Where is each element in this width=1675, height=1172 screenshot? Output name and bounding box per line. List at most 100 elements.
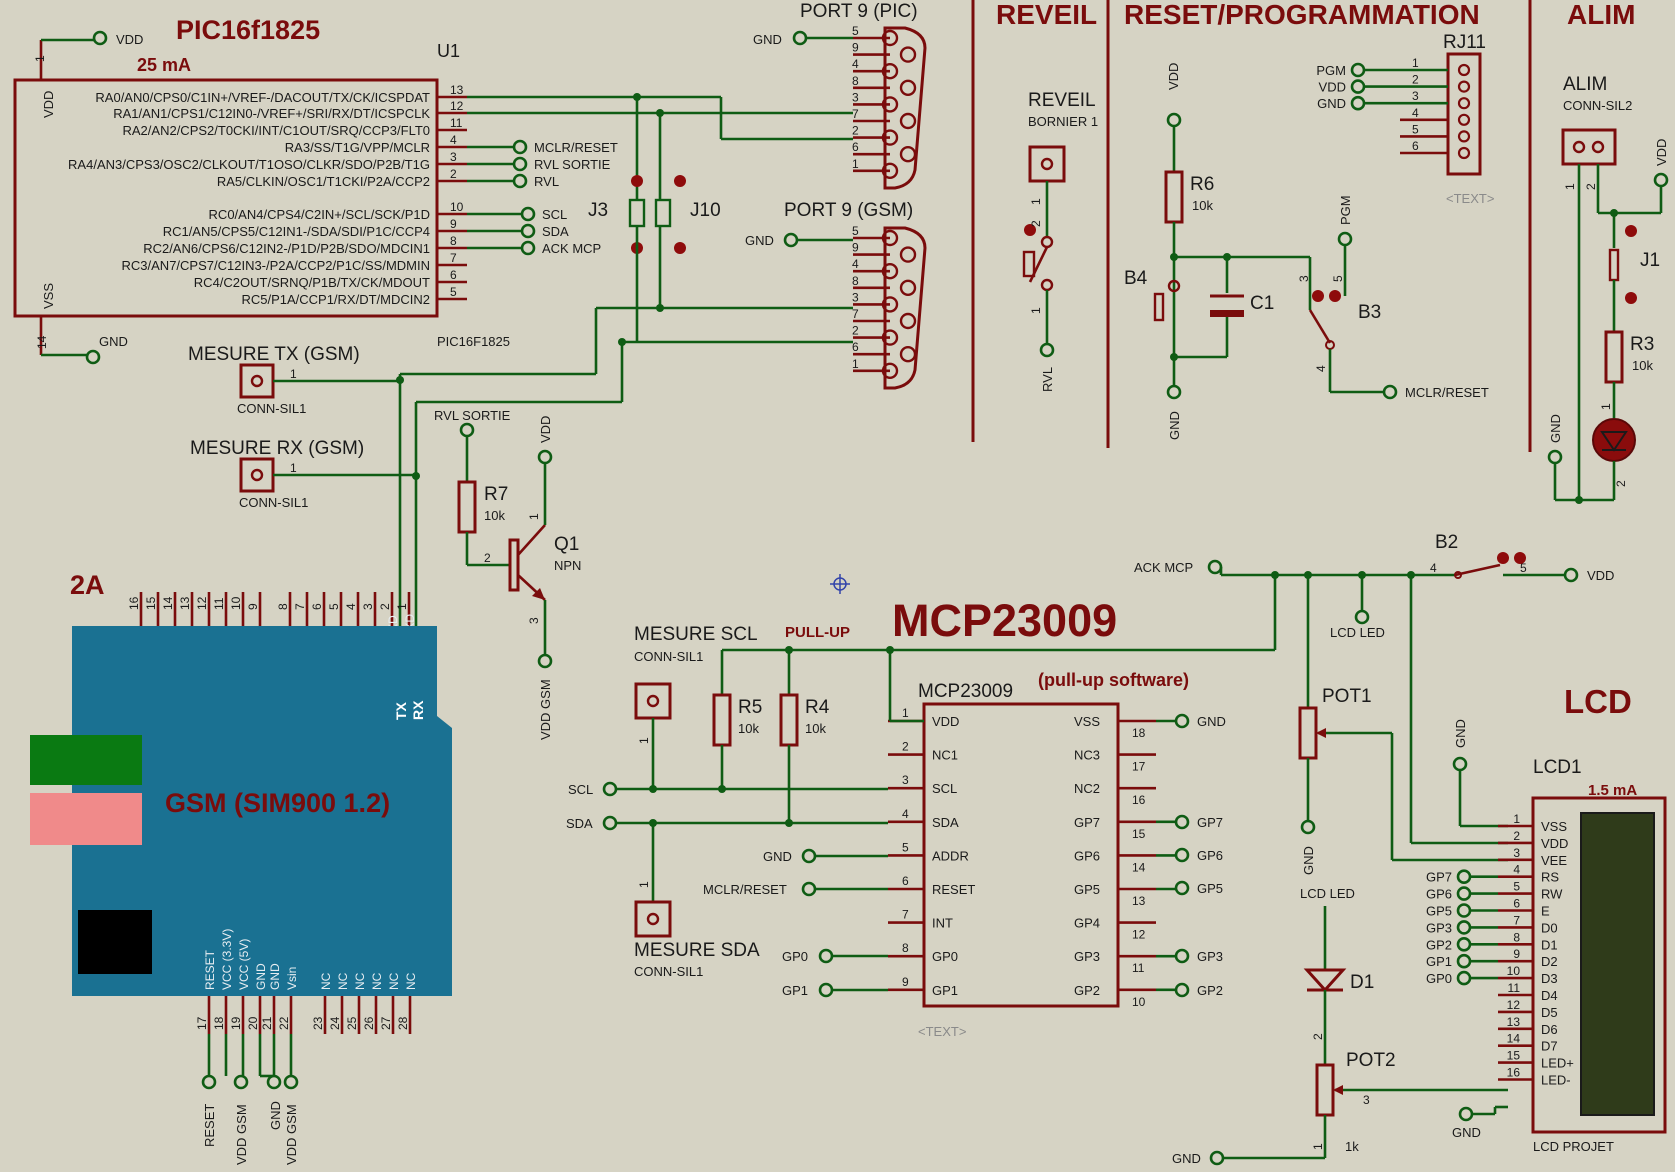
pgm-terminal[interactable]: [1337, 231, 1353, 247]
lcd-pin-name: D6: [1541, 1022, 1558, 1037]
mesure-sda-connector[interactable]: [634, 900, 672, 938]
pgm-terminal[interactable]: [1350, 62, 1366, 78]
rvl-sortie-terminal[interactable]: [512, 156, 528, 172]
gnd-terminal[interactable]: [266, 1074, 282, 1090]
gp7-terminal[interactable]: [1456, 869, 1472, 885]
vdd-gsm-terminal[interactable]: [537, 653, 553, 669]
button-b4[interactable]: [1167, 279, 1181, 293]
lcd-pin-name: D4: [1541, 988, 1558, 1003]
q1-vddgsm-net: VDD GSM: [538, 679, 553, 740]
reset-vdd-net: VDD: [1166, 63, 1181, 90]
gsm-led-pink: [30, 793, 142, 845]
potentiometer-pot2: [1315, 1063, 1335, 1117]
jumper-j3[interactable]: [628, 198, 646, 228]
ack-mcp-terminal[interactable]: [1207, 559, 1223, 575]
rj11-label: RJ11: [1443, 32, 1486, 53]
gnd-terminal[interactable]: [792, 30, 808, 46]
mcp23009-chip-body: [922, 702, 1120, 1008]
mesure-tx-connector[interactable]: [239, 363, 275, 399]
gp5-terminal[interactable]: [1456, 903, 1472, 918]
gp3-terminal[interactable]: [1174, 948, 1190, 964]
db9-pin-hole: [881, 29, 899, 47]
pin-number: 14: [161, 596, 175, 610]
gnd-terminal[interactable]: [1350, 95, 1366, 111]
vdd-terminal[interactable]: [1563, 567, 1579, 583]
gp1-terminal[interactable]: [1456, 953, 1472, 969]
gp6-terminal[interactable]: [1174, 847, 1190, 863]
pin-number: 9: [246, 603, 260, 610]
mclr-terminal[interactable]: [801, 881, 817, 897]
lcd-label: LCD1: [1533, 757, 1582, 778]
scl-terminal[interactable]: [602, 781, 618, 797]
gp5-terminal[interactable]: [1174, 880, 1190, 896]
gp0-terminal[interactable]: [818, 948, 834, 964]
alim-connector[interactable]: [1561, 128, 1617, 166]
mesure-scl-connector[interactable]: [634, 682, 672, 720]
vdd-terminal[interactable]: [537, 449, 553, 465]
mcp-right-net: GP7: [1197, 815, 1223, 830]
pic-pin-name: RA4/AN3/CPS3/OSC2/CLKOUT/T1OSO/CLKR/SDO/…: [68, 157, 430, 172]
gp6-terminal[interactable]: [1456, 886, 1472, 901]
gnd-terminal[interactable]: [1547, 449, 1563, 465]
ack-mcp-terminal[interactable]: [520, 240, 536, 256]
vdd-gsm-terminal[interactable]: [283, 1074, 299, 1090]
gp0-terminal[interactable]: [1456, 970, 1472, 986]
scl-terminal[interactable]: [520, 206, 536, 222]
gp3-terminal[interactable]: [1456, 920, 1472, 935]
sda-terminal[interactable]: [602, 815, 618, 831]
mesure-rx-connector[interactable]: [239, 457, 275, 493]
gnd-terminal[interactable]: [1174, 713, 1190, 729]
pin-number: 2: [852, 324, 859, 338]
vdd-gsm-terminal[interactable]: [233, 1074, 249, 1090]
vdd-terminal[interactable]: [92, 30, 108, 46]
pin-number: 1: [1311, 1143, 1325, 1150]
gnd-terminal[interactable]: [1452, 756, 1468, 772]
gp2-terminal[interactable]: [1174, 982, 1190, 998]
vdd-terminal[interactable]: [1653, 172, 1669, 188]
transistor-q1: [508, 538, 520, 592]
pin-number: 1: [290, 461, 297, 475]
reset-terminal[interactable]: [201, 1074, 217, 1090]
b2-label: B2: [1435, 532, 1458, 553]
gnd-terminal[interactable]: [801, 848, 817, 864]
gsm-pin-name: NC: [319, 972, 333, 990]
reveil-connector[interactable]: [1028, 145, 1066, 183]
gnd-terminal[interactable]: [1300, 819, 1316, 835]
pic-pin-name: RA2/AN2/CPS2/T0CKI/INT/C1OUT/SRQ/CCP3/FL…: [123, 123, 431, 138]
gsm-pin-name: VCC (3.3V): [220, 929, 234, 990]
gnd-terminal[interactable]: [783, 232, 799, 248]
gnd-terminal[interactable]: [1458, 1106, 1474, 1122]
gp1-terminal[interactable]: [818, 982, 834, 998]
switch-b3[interactable]: [1308, 309, 1332, 344]
rvl-sortie-terminal[interactable]: [459, 422, 475, 438]
reveil-switch[interactable]: [1040, 235, 1054, 249]
rvl-terminal[interactable]: [512, 173, 528, 189]
port-pic-gnd: GND: [753, 32, 782, 47]
pin-number: 4: [902, 807, 909, 821]
mclr-terminal[interactable]: [512, 139, 528, 155]
gp2-terminal[interactable]: [1456, 936, 1472, 952]
r5-label: R5: [738, 697, 762, 718]
mclr-terminal[interactable]: [1382, 384, 1398, 400]
jumper-j10[interactable]: [654, 198, 672, 228]
lcd-led-terminal[interactable]: [1354, 609, 1370, 625]
crosshair-icon: [830, 574, 850, 594]
pin-number: 6: [852, 340, 859, 354]
j10-label: J10: [690, 200, 721, 221]
switch-b2[interactable]: [1454, 563, 1501, 577]
mesure-tx-title: MESURE TX (GSM): [188, 344, 360, 365]
q1-type: NPN: [554, 558, 581, 573]
pin-number: 1: [637, 737, 651, 744]
pin-number: 5: [327, 603, 341, 610]
gp7-terminal[interactable]: [1174, 814, 1190, 830]
vdd-terminal[interactable]: [1166, 112, 1182, 128]
gnd-terminal[interactable]: [1209, 1150, 1225, 1166]
rvl-terminal[interactable]: [1039, 342, 1055, 358]
gnd-terminal[interactable]: [85, 349, 101, 365]
vdd-terminal[interactable]: [1350, 79, 1366, 94]
jumper-j1[interactable]: [1608, 248, 1620, 282]
pin-number: 24: [328, 1016, 342, 1030]
sda-terminal[interactable]: [520, 223, 536, 239]
db9-pin-hole: [881, 263, 899, 280]
gnd-terminal[interactable]: [1166, 384, 1182, 400]
